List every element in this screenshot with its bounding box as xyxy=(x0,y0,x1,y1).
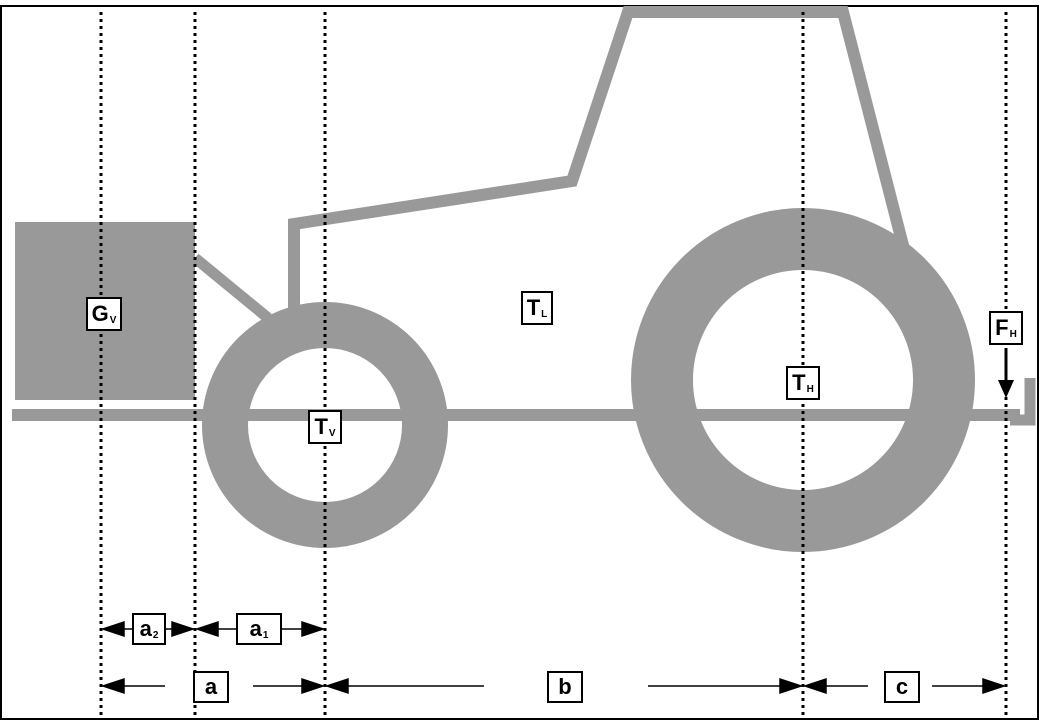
dimension-b-main: b xyxy=(558,674,572,699)
dimension-arrows-row1 xyxy=(100,620,326,638)
label-tl-sub: L xyxy=(541,309,548,320)
dimension-arrows-row2 xyxy=(100,677,1007,695)
label-gv-sub: V xyxy=(109,315,117,326)
dimension-b: b xyxy=(547,671,583,703)
force-arrow-fh xyxy=(998,348,1014,398)
dimension-a2-main: a xyxy=(139,616,152,641)
label-tv-main: T xyxy=(314,414,328,439)
label-th-sub: H xyxy=(806,384,814,395)
diagram-frame xyxy=(0,5,1039,720)
dimension-c-main: c xyxy=(895,674,909,699)
dimension-a: a xyxy=(193,671,229,703)
tractor-body-outline xyxy=(288,6,912,312)
dimension-c: c xyxy=(884,671,920,703)
dimension-a1-sub: 1 xyxy=(262,630,269,641)
dimension-a-main: a xyxy=(204,674,218,699)
label-gv-main: G xyxy=(91,301,109,326)
front-linkage xyxy=(191,253,272,323)
label-fh-sub: H xyxy=(1009,329,1017,340)
reference-lines xyxy=(99,12,1008,719)
rear-hitch xyxy=(1010,378,1036,426)
dimension-a1-main: a xyxy=(249,616,262,641)
dimension-a2-sub: 2 xyxy=(152,630,159,641)
label-th-main: T xyxy=(792,370,806,395)
chassis-line xyxy=(12,409,1020,421)
label-tl-main: T xyxy=(526,295,541,320)
label-tv-sub: V xyxy=(328,428,336,439)
label-fh-main: F xyxy=(995,315,1009,340)
